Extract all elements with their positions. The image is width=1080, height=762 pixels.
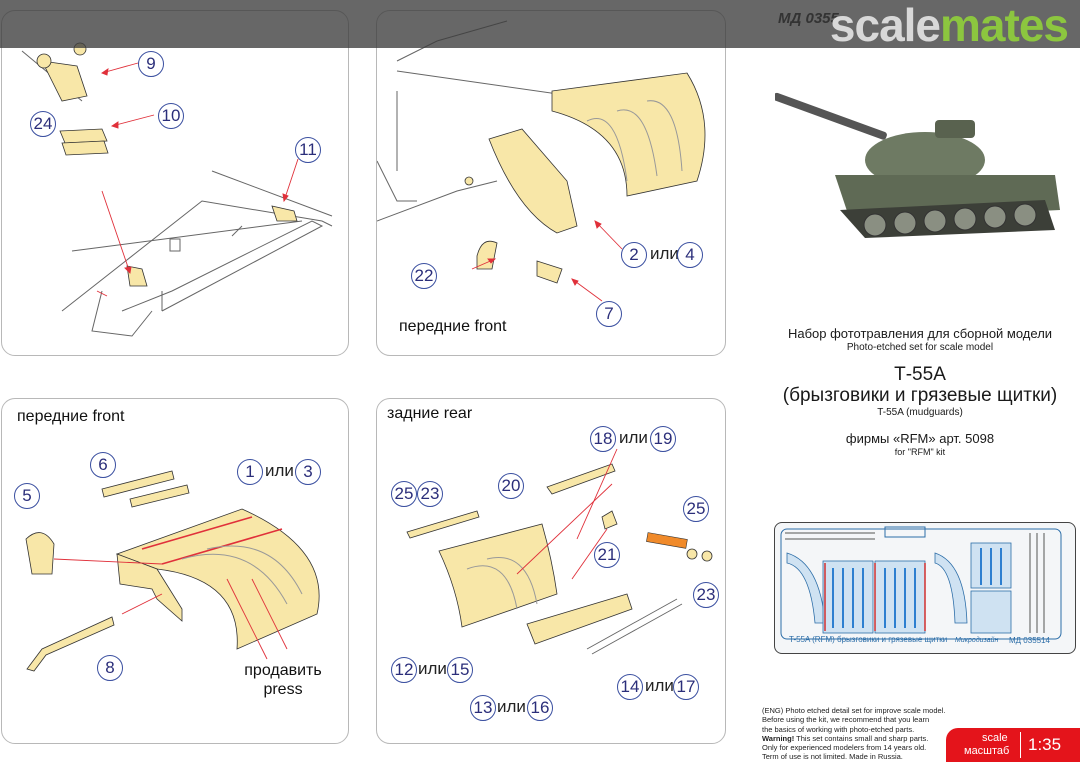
or-label: или (497, 697, 526, 716)
photo-etched-fret: T-55A (RFM) брызговики и грязевые щитки … (774, 522, 1076, 654)
fret-code: МД 035514 (1009, 636, 1050, 645)
scale-label-en: scale (982, 732, 1008, 744)
fret-caption: T-55A (RFM) брызговики и грязевые щитки (789, 635, 948, 644)
diagram-panel-top-left: 9 10 11 24 (1, 10, 349, 356)
callout-2: 2 (621, 242, 647, 268)
callout-3: 3 (295, 459, 321, 485)
front-mudguard-drawing (377, 20, 706, 302)
footer-line-4: Warning! This set contains small and sha… (762, 734, 962, 743)
panel-title: передние front (17, 408, 125, 425)
callout-21: 21 (594, 542, 620, 568)
hull-drawing (21, 42, 333, 337)
or-label: или (650, 244, 679, 263)
press-label-en: press (263, 681, 303, 698)
scale-badge: scale масштаб 1:35 (946, 728, 1080, 762)
callout-16: 16 (527, 695, 553, 721)
press-label: продавить press (238, 661, 328, 699)
footer-line-1: (ENG) Photo etched detail set for improv… (762, 706, 946, 715)
front-fender-drawing (25, 470, 320, 672)
scalemates-logo[interactable]: scalemates (829, 0, 1069, 52)
warning-label: Warning! (762, 733, 795, 743)
callout-23: 23 (417, 481, 443, 507)
callout-5: 5 (14, 483, 40, 509)
model-desc-ru: (брызговики и грязевые щитки) (782, 385, 1058, 406)
or-label: или (418, 659, 447, 678)
callout-19: 19 (650, 426, 676, 452)
callout-8: 8 (97, 655, 123, 681)
callout-22: 22 (411, 263, 437, 289)
callout-18: 18 (590, 426, 616, 452)
scale-label-ru: масштаб (964, 745, 1010, 757)
callout-12: 12 (391, 657, 417, 683)
or-label: или (265, 461, 294, 480)
callout-9: 9 (138, 51, 164, 77)
footer-line-3: the basics of working with photo-etched … (762, 724, 915, 734)
callout-15: 15 (447, 657, 473, 683)
set-title-en: Photo-etched set for scale model (846, 342, 994, 353)
tank-photo (775, 92, 1060, 238)
set-title-ru: Набор фототравления для сборной модели (787, 326, 1053, 341)
callout-1: 1 (237, 459, 263, 485)
callout-7: 7 (596, 301, 622, 327)
firm-en: for "RFM" kit (894, 447, 946, 457)
model-title: Т-55А (894, 364, 946, 385)
panel-title: задние rear (387, 405, 473, 422)
callout-6: 6 (90, 452, 116, 478)
callout-14: 14 (617, 674, 643, 700)
callout-20: 20 (498, 473, 524, 499)
footer-line-6: Term of use is not limited. Made in Russ… (762, 752, 903, 762)
footer-line-5: Only for experienced modelers from 14 ye… (762, 743, 927, 753)
footer-notice: (ENG) Photo etched detail set for improv… (762, 706, 962, 762)
rear-mudguard-drawing (406, 448, 713, 655)
diagram-panel-bottom-left: передние front 6 1 или 3 5 8 продавить p… (1, 398, 349, 744)
fret-parts (780, 526, 1062, 640)
callout-25: 25 (391, 481, 417, 507)
firm-ru: фирмы «RFM» арт. 5098 (845, 431, 995, 446)
fret-brand: Микродизайн (955, 637, 999, 644)
badge-divider (1020, 732, 1021, 758)
model-desc-en: T-55A (mudguards) (877, 407, 963, 418)
callout-23: 23 (693, 582, 719, 608)
callout-4: 4 (677, 242, 703, 268)
callout-13: 13 (470, 695, 496, 721)
panel-title: передние front (399, 318, 507, 335)
callout-17: 17 (673, 674, 699, 700)
callout-10: 10 (158, 103, 184, 129)
or-label: или (645, 676, 674, 695)
product-code: МД 0355 (778, 10, 839, 27)
logo-part-2: mates (940, 0, 1069, 51)
diagram-panel-top-right: 2 или 4 7 22 передние front (376, 10, 726, 356)
warning-text: This set contains small and sharp parts. (794, 733, 929, 743)
callout-11: 11 (295, 137, 321, 163)
watermark-bar: МД 0355 scalemates (0, 0, 1080, 51)
callout-25: 25 (683, 496, 709, 522)
callout-24: 24 (30, 111, 56, 137)
footer-line-2: Before using the kit, we recommend that … (762, 715, 930, 725)
scale-value: 1:35 (1028, 735, 1062, 754)
logo-part-1: scale (829, 0, 941, 51)
diagram-panel-bottom-right: задние rear 18 или 19 20 25 23 25 21 23 … (376, 398, 726, 744)
or-label: или (619, 428, 648, 447)
press-label-ru: продавить (244, 662, 322, 679)
